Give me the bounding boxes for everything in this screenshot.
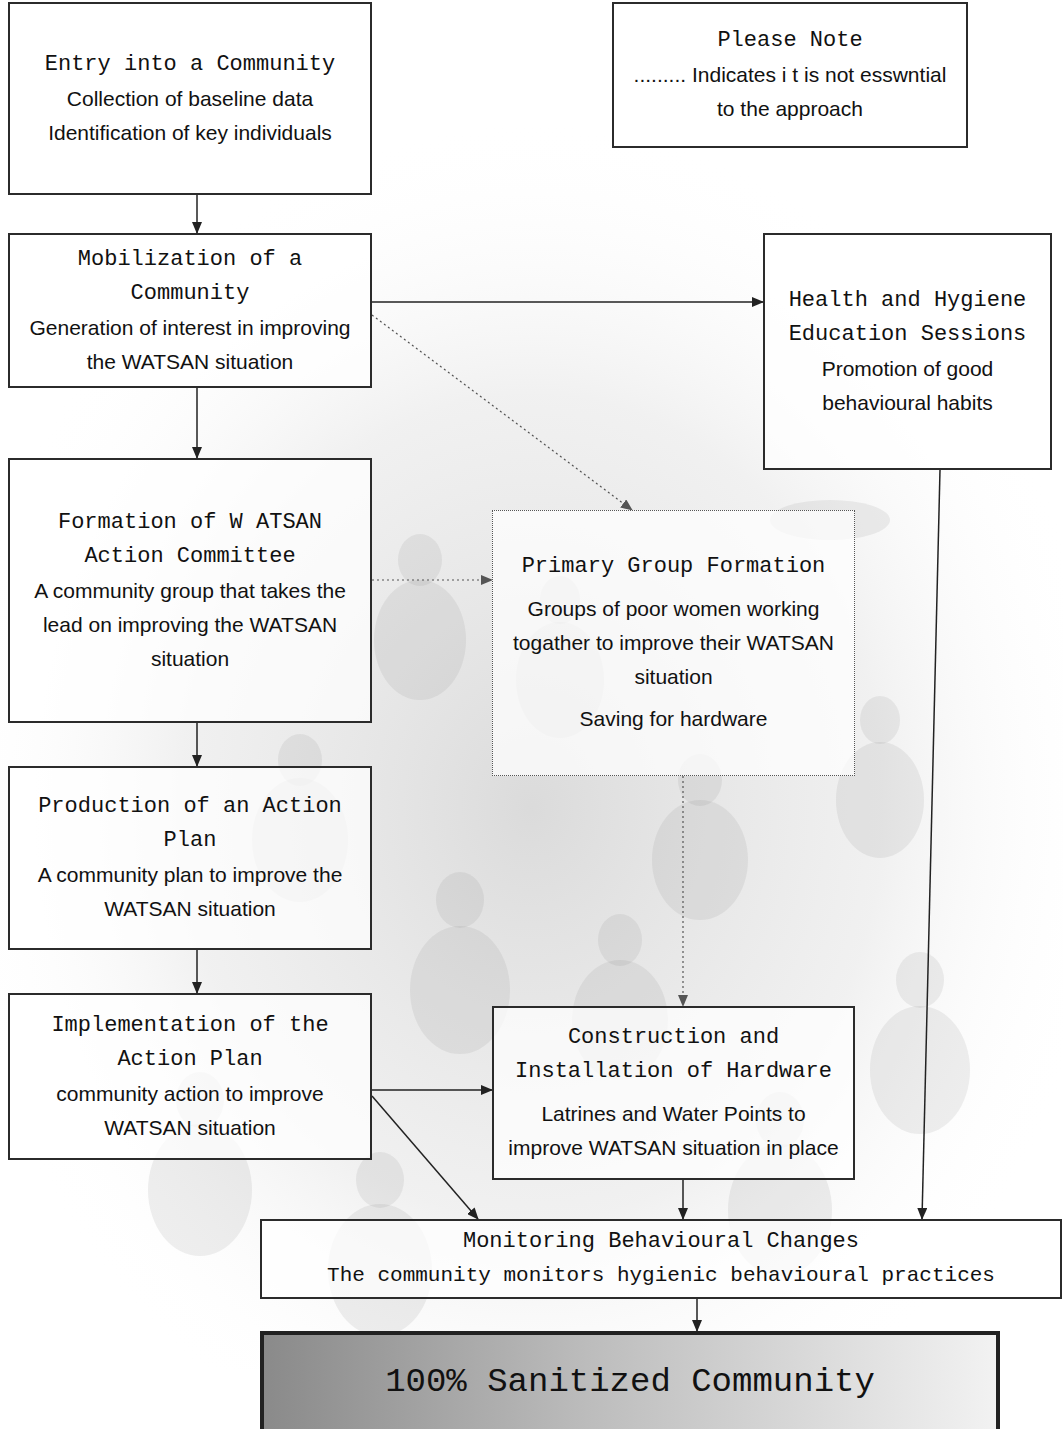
process-box: Health and Hygiene Education SessionsPro…	[763, 233, 1052, 470]
optional-box: Primary Group FormationGroups of poor wo…	[492, 510, 855, 776]
node-text: community action to improve WATSAN situa…	[18, 1077, 362, 1145]
optional-arrow	[372, 315, 632, 510]
node-heading: Health and Hygiene Education Sessions	[773, 284, 1042, 352]
flow-arrow	[922, 470, 940, 1219]
node-text: A community plan to improve the WATSAN s…	[18, 858, 362, 926]
flow-arrow	[696, 1299, 698, 1331]
node-heading: 100% Sanitized Community	[385, 1360, 875, 1404]
node-heading: Entry into a Community	[45, 48, 335, 82]
process-box: Mobilization of a CommunityGeneration of…	[8, 233, 372, 388]
flow-arrow	[196, 723, 198, 766]
node-text: Latrines and Water Points to improve WAT…	[502, 1097, 845, 1165]
process-box: Entry into a CommunityCollection of base…	[8, 2, 372, 195]
node-text: Identification of key individuals	[48, 116, 332, 150]
node-text: Collection of baseline data	[67, 82, 313, 116]
flow-arrow	[196, 950, 198, 993]
node-text: A community group that takes the lead on…	[18, 574, 362, 676]
flow-arrow	[372, 1096, 478, 1219]
flow-arrow	[372, 1089, 492, 1091]
flow-arrow	[196, 195, 198, 233]
node-heading: Implementation of the Action Plan	[18, 1009, 362, 1077]
process-box: Construction and Installation of Hardwar…	[492, 1006, 855, 1180]
node-text: Promotion of good behavioural habits	[773, 352, 1042, 420]
node-heading: Production of an Action Plan	[18, 790, 362, 858]
node-text: ......... Indicates i t is not esswntial…	[622, 58, 958, 126]
node-text: Generation of interest in improving the …	[18, 311, 362, 379]
node-text: Saving for hardware	[580, 702, 768, 736]
node-text: Groups of poor women working togather to…	[501, 592, 846, 694]
goal-box: 100% Sanitized Community	[260, 1331, 1000, 1429]
note-box: Please Note......... Indicates i t is no…	[612, 2, 968, 148]
node-heading: Mobilization of a Community	[18, 243, 362, 311]
node-heading: Primary Group Formation	[522, 550, 826, 584]
node-heading: Please Note	[717, 24, 862, 58]
optional-arrow	[682, 776, 683, 1006]
node-heading: Formation of W ATSAN Action Committee	[18, 506, 362, 574]
process-box: Production of an Action PlanA community …	[8, 766, 372, 950]
flow-arrow	[682, 1180, 684, 1219]
node-text: The community monitors hygienic behaviou…	[327, 1259, 995, 1293]
optional-arrow	[372, 579, 492, 580]
flow-arrow	[196, 388, 198, 458]
node-heading: Monitoring Behavioural Changes	[463, 1225, 859, 1259]
process-box: Implementation of the Action Plancommuni…	[8, 993, 372, 1160]
node-heading: Construction and Installation of Hardwar…	[502, 1021, 845, 1089]
flow-arrow	[372, 301, 763, 303]
process-box: Monitoring Behavioural ChangesThe commun…	[260, 1219, 1062, 1299]
process-box: Formation of W ATSAN Action CommitteeA c…	[8, 458, 372, 723]
